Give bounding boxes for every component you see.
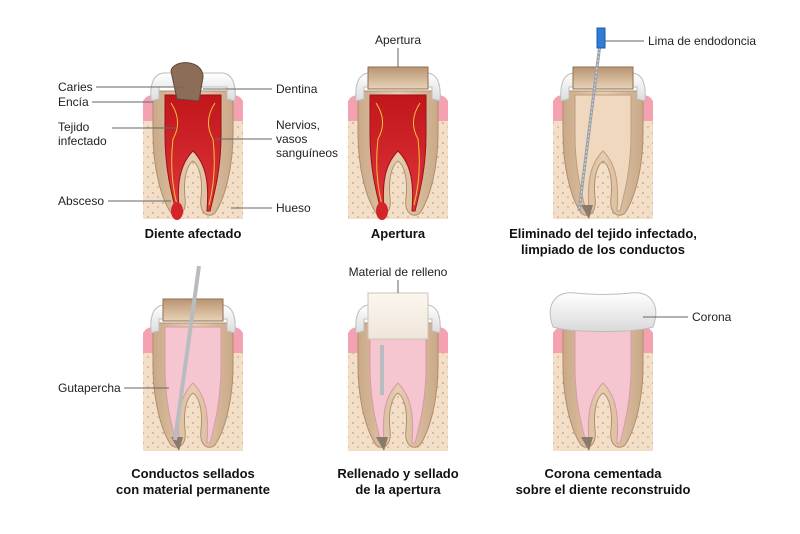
nerve — [413, 102, 421, 206]
abscess — [376, 202, 388, 220]
panel-cleaned: Lima de endodoncia — [553, 27, 756, 219]
label-encia: Encía — [58, 95, 89, 109]
panel-caption: de la apertura — [355, 482, 441, 497]
root-tip — [376, 437, 388, 451]
panel-caption: Conductos sellados — [131, 466, 255, 481]
filling — [367, 292, 429, 340]
pulp — [164, 94, 222, 212]
label-gutapercha: Gutapercha — [58, 381, 121, 395]
root-tip — [581, 437, 593, 451]
panel-filled: Material de relleno — [348, 265, 448, 451]
panel-caption: Diente afectado — [145, 226, 242, 241]
plugger — [173, 265, 201, 441]
label-tejido-2: infectado — [58, 134, 107, 148]
pulp — [574, 326, 632, 444]
post — [380, 345, 384, 395]
opening-cavity — [572, 66, 634, 90]
panel-caption: con material permanente — [116, 482, 270, 497]
nerve — [208, 102, 216, 206]
label-nervios: Nervios, — [276, 118, 320, 132]
label-nervios-3: sanguíneos — [276, 146, 338, 160]
label-apertura: Apertura — [375, 33, 421, 47]
label-nervios-2: vasos — [276, 132, 307, 146]
label-tejido: Tejido — [58, 120, 90, 134]
root-tip — [581, 205, 593, 219]
label-dentina: Dentina — [276, 82, 318, 96]
endo-file-thread — [578, 35, 602, 212]
pulp — [369, 94, 427, 212]
panel-crown: Corona — [549, 292, 732, 451]
panel-opening: Apertura — [348, 33, 448, 220]
crown — [549, 292, 657, 332]
label-caries: Caries — [58, 80, 93, 94]
label-absceso: Absceso — [58, 194, 104, 208]
nerve — [375, 102, 383, 206]
panel-caption: Eliminado del tejido infectado, — [509, 226, 697, 241]
opening-cavity — [367, 66, 429, 90]
panel-caption: Apertura — [371, 226, 426, 241]
root-tip — [171, 437, 183, 451]
panel-caption: Rellenado y sellado — [337, 466, 458, 481]
panel-sealed: Gutapercha — [58, 265, 243, 451]
label-hueso: Hueso — [276, 201, 311, 215]
file-handle — [596, 27, 606, 49]
panel-caption: limpiado de los conductos — [521, 242, 685, 257]
panel-caption: Corona cementada — [544, 466, 662, 481]
abscess — [171, 202, 183, 220]
label-corona: Corona — [692, 310, 732, 324]
label-lima: Lima de endodoncia — [648, 34, 756, 48]
label-material: Material de relleno — [349, 265, 448, 279]
panel-caption: sobre el diente reconstruido — [516, 482, 691, 497]
caries — [170, 62, 204, 102]
nerve — [170, 102, 178, 206]
